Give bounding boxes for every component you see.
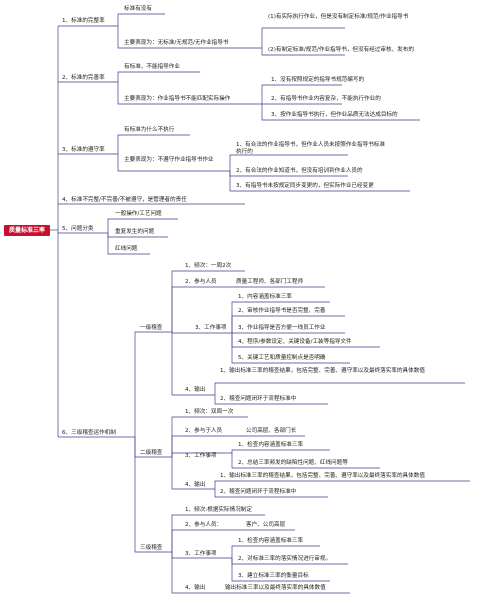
- audit-l1-tasks[interactable]: 3、工作事项: [195, 325, 227, 331]
- audit-l3-frequency[interactable]: 1、频次:根据实际情况制定: [185, 507, 252, 513]
- branch-responsibility[interactable]: 4、标准不完整/不完善/不被遵守，是管理者的责任: [62, 197, 187, 203]
- audit-l1-task-2[interactable]: 2、审核作业指导书是否完整、完善: [238, 308, 326, 314]
- branch-completeness[interactable]: 1、标准的完整率: [62, 18, 105, 24]
- node-completeness-symptom[interactable]: 主要表现为：无标准/无规范/无作业指导书: [124, 40, 229, 46]
- audit-level-3[interactable]: 三级稽查: [140, 545, 163, 551]
- node-completeness-detail-1[interactable]: (1)有实际执行作业，但是没有制定标准/规范/作业指导书: [268, 14, 409, 20]
- node-repeat-problem[interactable]: 重复发生的问题: [115, 229, 155, 235]
- node-perfection-detail-1[interactable]: 1、没有按照规定的指导书规范编写的: [271, 77, 365, 83]
- node-completeness-detail-2[interactable]: (2)有制定标准/规范/作业指导书，但没有经过审核、发布的: [268, 47, 414, 53]
- node-perfection-symptom[interactable]: 主要表现为：作业指导书不能匹配实际操作: [124, 96, 231, 102]
- audit-level-1[interactable]: 一级稽查: [140, 325, 163, 331]
- audit-l1-output[interactable]: 4、输出: [185, 387, 206, 393]
- node-perfection-detail-2[interactable]: 2、有指导书作业内容复杂，不能执行作业的: [271, 96, 381, 102]
- audit-l3-output-detail[interactable]: 输出标准三率以及最终落实率的具体数值: [225, 585, 326, 591]
- audit-l2-task-1[interactable]: 1、检查内容涵盖标准三率: [238, 442, 304, 448]
- audit-l3-participants[interactable]: 2、参与人员：: [185, 522, 223, 528]
- branch-problem-types[interactable]: 5、问题分类: [62, 226, 94, 232]
- audit-l1-output-2[interactable]: 2、稽查问题闭环于流程标准中: [220, 396, 297, 402]
- audit-l2-frequency[interactable]: 1、频次：双周一次: [185, 409, 234, 415]
- audit-l3-output[interactable]: 4、输出: [185, 585, 206, 591]
- audit-l2-output-1[interactable]: 1、输出标准三率的稽查结果，包括完整、完善、遵守率以及最终落实率的具体数值: [220, 473, 425, 479]
- node-compliance-detail-3[interactable]: 3、有指导书未按规定同步变更的，但实际作业已经变更: [236, 183, 374, 189]
- node-compliance-symptom[interactable]: 主要表现为：不遵守作业指导书作业: [124, 157, 214, 163]
- node-cannot-guide[interactable]: 有标准，不能指导作业: [124, 64, 180, 70]
- audit-l3-participants-list[interactable]: 客户、公司高层: [246, 522, 286, 528]
- audit-l1-task-4[interactable]: 4、程序/参数设定、关键设备/工装等指导文件: [238, 339, 352, 345]
- audit-l3-tasks[interactable]: 3、工作事项: [185, 551, 217, 557]
- audit-l1-task-5[interactable]: 5、关键工艺和质量控制点是否明确: [238, 355, 326, 361]
- branch-audit-mechanism[interactable]: 6、三级稽查运作机制: [62, 430, 116, 436]
- audit-l2-output-2[interactable]: 2、稽查问题闭环于流程标准中: [220, 489, 297, 495]
- audit-l1-output-1[interactable]: 1、输出标准三率的稽查结果，包括完整、完善、遵守率以及最终落实率的具体数值: [220, 368, 425, 374]
- audit-l1-participants[interactable]: 2、参与人员: [185, 279, 217, 285]
- audit-l2-output[interactable]: 4、输出: [185, 482, 206, 488]
- node-has-standard[interactable]: 标准有没有: [124, 6, 152, 12]
- audit-l3-task-2[interactable]: 2、对标准三率的落实情况进行审视。: [238, 556, 332, 562]
- node-compliance-detail-2[interactable]: 2、有合法的作业知道书，但没有培训到作业人员的: [236, 168, 363, 174]
- audit-l1-task-1[interactable]: 1、内容涵盖标准三率: [238, 294, 292, 300]
- audit-l1-frequency[interactable]: 1、频次：一周2次: [185, 263, 232, 269]
- audit-l2-tasks[interactable]: 3、工作事项: [185, 453, 217, 459]
- audit-l1-task-3[interactable]: 3、作业指导是否方便一线员工作业: [238, 325, 326, 331]
- node-compliance-detail-1[interactable]: 1、有合法的作业指导书，但作业人员未按照作业指导书标准执行的: [236, 142, 385, 155]
- audit-l2-participants[interactable]: 2、参与于人员: [185, 428, 223, 434]
- node-general-problem[interactable]: 一般操作/工艺问题: [115, 211, 162, 217]
- node-redline-problem[interactable]: 红线问题: [115, 246, 138, 252]
- root-node[interactable]: 质量标准三率: [4, 225, 50, 236]
- audit-l3-task-1[interactable]: 1、检查内容涵盖标准三率: [238, 538, 304, 544]
- audit-level-2[interactable]: 二级稽查: [140, 450, 163, 456]
- branch-compliance[interactable]: 3、标准的遵守率: [62, 147, 105, 153]
- node-why-not-follow[interactable]: 有标准为什么不执行: [124, 127, 175, 133]
- audit-l3-task-3[interactable]: 3、建立标准三率的衡量目标: [238, 573, 309, 579]
- audit-l1-participants-list[interactable]: 质量工程师、各部门工程师: [236, 279, 304, 285]
- audit-l2-task-2[interactable]: 2、总结三率频发的缺陷性问题、红线问题等: [238, 460, 348, 466]
- node-perfection-detail-3[interactable]: 3、按作业指导书执行，但作业品质无法达成目标的: [271, 112, 398, 118]
- branch-perfection[interactable]: 2、标准的完善率: [62, 75, 105, 81]
- audit-l2-participants-list[interactable]: 公司高层、各部门长: [246, 428, 297, 434]
